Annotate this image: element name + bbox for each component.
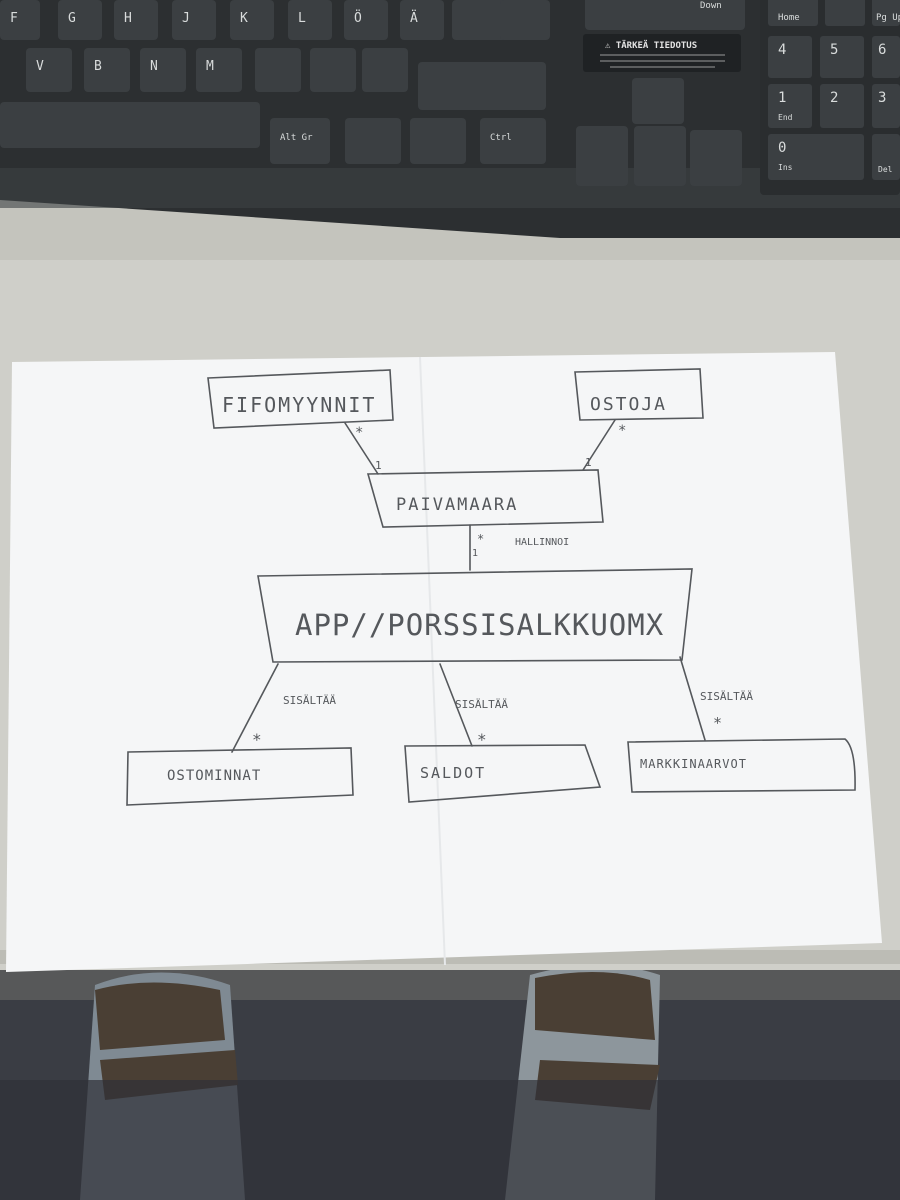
key-cap bbox=[172, 0, 216, 40]
key-label: L bbox=[298, 11, 306, 26]
link-fifo-paiva bbox=[344, 422, 379, 475]
link-app-markkina bbox=[679, 656, 706, 741]
key-cap bbox=[140, 48, 186, 92]
key-cap bbox=[410, 118, 466, 164]
key-cap bbox=[114, 0, 158, 40]
mult-ostoja-top: * bbox=[618, 423, 626, 439]
box-app bbox=[257, 568, 693, 663]
mult-ostoja-bottom: 1 bbox=[585, 456, 592, 469]
key-cap bbox=[26, 48, 72, 92]
key-cap bbox=[400, 0, 444, 40]
key-label: J bbox=[182, 11, 190, 26]
label-app: APP//PORSSISALKKUOMX bbox=[295, 608, 664, 642]
label-sisaltaa-1: SISÄLTÄÄ bbox=[283, 694, 336, 707]
label-sisaltaa-2: SISÄLTÄÄ bbox=[455, 698, 508, 711]
numpad-0: 0 bbox=[778, 140, 786, 156]
mult-app-bottom: 1 bbox=[472, 548, 478, 559]
numpad-5: 5 bbox=[830, 42, 838, 58]
key-label: G bbox=[68, 11, 76, 26]
key-cap bbox=[418, 62, 546, 110]
key-label: V bbox=[36, 59, 44, 74]
key-label: H bbox=[124, 11, 132, 26]
key-ins: Ins bbox=[778, 163, 793, 172]
class-diagram bbox=[126, 368, 856, 806]
key-cap bbox=[480, 118, 546, 164]
box-ostominnat bbox=[126, 747, 354, 806]
numpad-4: 4 bbox=[778, 42, 786, 58]
link-app-ostominnat bbox=[231, 663, 279, 753]
numpad-3: 3 bbox=[878, 90, 886, 106]
key-label: M bbox=[206, 59, 214, 74]
warning-label: ⚠ TÄRKEÄ TIEDOTUS bbox=[605, 40, 697, 51]
numpad-6: 6 bbox=[878, 42, 886, 58]
key-cap bbox=[230, 0, 274, 40]
label-saldot: SALDOT bbox=[420, 764, 486, 782]
key-cap bbox=[345, 118, 401, 164]
box-paivamaara bbox=[366, 469, 604, 528]
key-label: Ö bbox=[354, 9, 362, 26]
key-cap bbox=[362, 48, 408, 92]
mult-ostominnat: * bbox=[252, 730, 262, 749]
key-label: Alt Gr bbox=[280, 133, 313, 143]
key-cap bbox=[255, 48, 301, 92]
key-cap bbox=[270, 118, 330, 164]
key-label: Ä bbox=[410, 10, 418, 26]
key-pgup: Pg Up bbox=[876, 13, 900, 23]
key-label: Ctrl bbox=[490, 133, 512, 143]
key-label: B bbox=[94, 59, 102, 74]
key-down: Down bbox=[700, 1, 722, 11]
key-cap bbox=[58, 0, 102, 40]
mult-saldot: * bbox=[477, 730, 487, 749]
key-label: K bbox=[240, 11, 248, 26]
numpad-1: 1 bbox=[778, 90, 786, 106]
diagram-text: FIFOMYYNNIT OSTOJA PAIVAMAARA APP//PORSS… bbox=[167, 393, 753, 784]
link-ostoja-paiva bbox=[582, 419, 616, 471]
key-cap bbox=[196, 48, 242, 92]
label-sisaltaa-3: SISÄLTÄÄ bbox=[700, 690, 753, 703]
box-markkinaarvot bbox=[627, 738, 856, 793]
label-ostoja: OSTOJA bbox=[590, 394, 667, 415]
key-cap bbox=[0, 102, 260, 148]
label-paivamaara: PAIVAMAARA bbox=[396, 495, 518, 515]
paper-sheet bbox=[6, 352, 882, 972]
box-ostoja bbox=[574, 368, 704, 421]
key-label: N bbox=[150, 59, 158, 74]
mult-markkina: * bbox=[713, 714, 722, 732]
keyboard: F G H J K L Ö Ä V B N M Alt Gr Ctrl Down ⚠ TÄRKEÄ TIE… bbox=[0, 0, 900, 238]
label-ostominnat: OSTOMINNAT bbox=[167, 768, 261, 784]
key-label: F bbox=[10, 11, 18, 26]
mult-fifo-bottom: 1 bbox=[375, 459, 382, 472]
mult-fifo-top: * bbox=[355, 425, 363, 441]
key-cap bbox=[0, 0, 40, 40]
key-cap bbox=[288, 0, 332, 40]
link-app-saldot bbox=[439, 663, 473, 747]
key-del: Del bbox=[878, 165, 893, 174]
mult-app-top: * bbox=[477, 532, 484, 546]
label-hallinnoi: HALLINNOI bbox=[515, 537, 569, 548]
label-fifomyynnit: FIFOMYYNNIT bbox=[222, 393, 376, 417]
box-fifomyynnit bbox=[207, 369, 394, 429]
key-cap bbox=[344, 0, 388, 40]
key-cap bbox=[500, 0, 550, 40]
key-cap bbox=[84, 48, 130, 92]
box-saldot bbox=[404, 744, 602, 803]
key-end: End bbox=[778, 113, 793, 122]
numpad-2: 2 bbox=[830, 90, 838, 106]
label-markkinaarvot: MARKKINAARVOT bbox=[640, 757, 747, 771]
key-cap bbox=[310, 48, 356, 92]
key-home: Home bbox=[778, 13, 800, 23]
